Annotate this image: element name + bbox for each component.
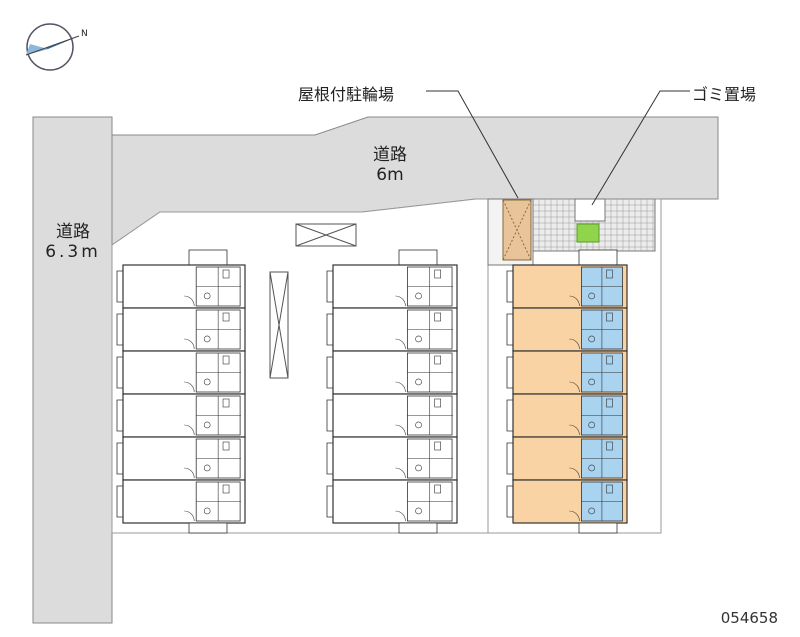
road-top-name: 道路 — [373, 145, 407, 165]
buildings — [116, 249, 628, 534]
crossed-box-side — [269, 271, 289, 379]
unit-2 — [506, 307, 628, 352]
road-left — [32, 116, 113, 624]
road-top-width: 6m — [376, 165, 404, 185]
unit-6 — [506, 479, 628, 524]
unit-3 — [506, 350, 628, 395]
compass-icon — [25, 23, 80, 71]
unit-5 — [326, 436, 458, 481]
road-left-width: 6.3m — [45, 242, 101, 262]
unit-3 — [116, 350, 246, 395]
road-top-label: 道路 6m — [360, 145, 420, 185]
unit-4 — [506, 393, 628, 438]
unit-5 — [116, 436, 246, 481]
property-code: 054658 — [720, 609, 778, 627]
compass-north-label: N — [81, 29, 88, 39]
unit-5 — [506, 436, 628, 481]
callout-line-garbage — [591, 90, 690, 206]
unit-1 — [116, 264, 246, 309]
road-left-label: 道路 6.3m — [38, 222, 108, 262]
unit-4 — [326, 393, 458, 438]
east-top-area — [487, 198, 662, 533]
callout-bicycle-parking: 屋根付駐輪場 — [298, 85, 395, 104]
building-middle — [326, 249, 458, 534]
unit-2 — [326, 307, 458, 352]
unit-4 — [116, 393, 246, 438]
crossed-box-top — [295, 223, 357, 247]
callout-garbage: ゴミ置場 — [692, 85, 757, 104]
road-left-name: 道路 — [56, 222, 90, 242]
building-west — [116, 249, 246, 534]
garbage-area — [576, 223, 600, 243]
unit-2 — [116, 307, 246, 352]
unit-1 — [506, 264, 628, 309]
garbage-area-frame — [574, 198, 606, 222]
building-east — [506, 249, 628, 534]
unit-1 — [326, 264, 458, 309]
unit-3 — [326, 350, 458, 395]
unit-6 — [326, 479, 458, 524]
callout-line-bicycle — [426, 90, 519, 199]
unit-6 — [116, 479, 246, 524]
